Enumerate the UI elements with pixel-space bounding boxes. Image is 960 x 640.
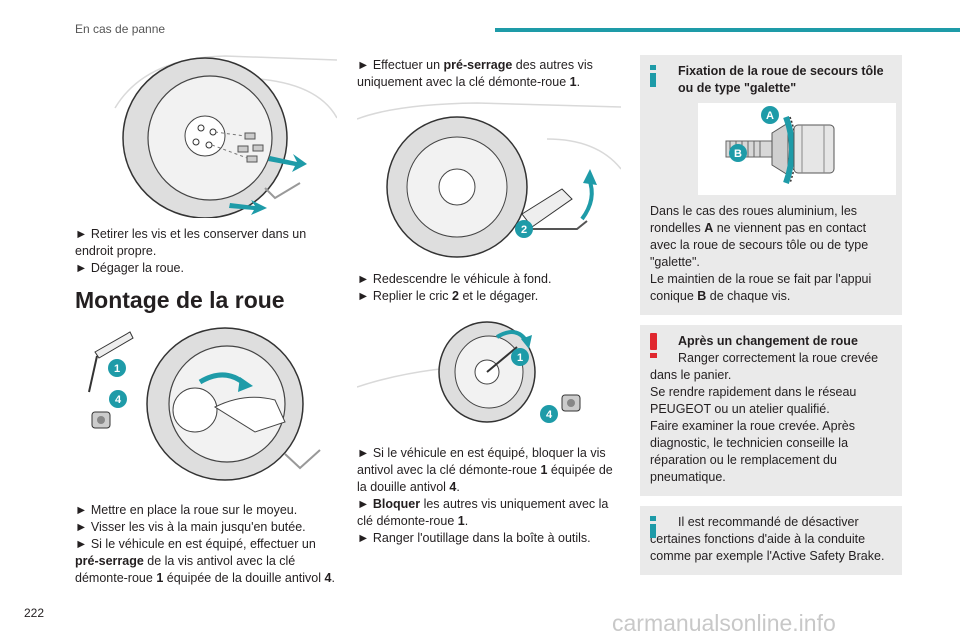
illustration-mount-wheel: 1 4 <box>75 322 337 482</box>
warning-icon <box>650 333 657 358</box>
callout-a-label: A <box>766 110 774 122</box>
callout-4 <box>540 405 558 423</box>
warning-line-1: Ranger correctement la roue crevée dans … <box>650 351 879 382</box>
mount-wheel-drawing: 1 4 <box>88 327 321 481</box>
info-box-spare-wheel: Fixation de la roue de secours tôle ou d… <box>640 55 902 315</box>
warning-line-2: Se rendre rapidement dans le réseau PEUG… <box>650 385 857 416</box>
watermark: carmanualsonline.info <box>612 610 836 636</box>
step-fold-jack: ► Replier le cric 2 et le dégager. <box>357 289 539 303</box>
step-place-wheel: ► Mettre en place la roue sur le moyeu. <box>75 503 298 517</box>
wheel-bolt-drawing: A B <box>725 106 835 184</box>
callout-1 <box>108 359 126 377</box>
callout-4 <box>109 390 127 408</box>
info-box-driving-aids: Il est recommandé de désactiver certaine… <box>640 506 902 575</box>
callout-1 <box>511 348 529 366</box>
info-box-paragraph-2: Le maintien de la roue se fait par l'app… <box>650 272 872 303</box>
step-lock-others: ► Bloquer les autres vis uniquement avec… <box>357 497 609 528</box>
callout-4-label: 4 <box>115 394 122 406</box>
column-2: ► Effectuer un pré-serrage des autres vi… <box>357 57 621 547</box>
illustration-remove-wheel <box>75 48 337 218</box>
step-remove-screws: ► Retirer les vis et les conserver dans … <box>75 227 307 258</box>
step-screw-by-hand: ► Visser les vis à la main jusqu'en buté… <box>75 520 306 534</box>
info-box-paragraph-1: Dans le cas des roues aluminium, les ron… <box>650 204 869 269</box>
warning-line-3: Faire examiner la roue crevée. Après dia… <box>650 419 855 484</box>
step-pretighten-others: ► Effectuer un pré-serrage des autres vi… <box>357 58 593 89</box>
warning-box-title: Après un changement de roue <box>678 334 858 348</box>
step-store-tools: ► Ranger l'outillage dans la boîte à out… <box>357 531 591 545</box>
lower-vehicle-drawing: 2 <box>357 102 621 258</box>
step-lower-vehicle: ► Redescendre le véhicule à fond. <box>357 272 552 286</box>
step-release-wheel: ► Dégager la roue. <box>75 261 184 275</box>
info-icon <box>650 65 656 87</box>
page-number: 222 <box>24 606 45 620</box>
info-box-text: Il est recommandé de désactiver certaine… <box>650 515 885 563</box>
callout-1-label: 1 <box>517 352 523 364</box>
info-icon <box>650 516 656 538</box>
step-pretighten-antitheft: ► Si le véhicule en est équipé, effectue… <box>75 537 335 585</box>
warning-box-after-change: Après un changement de roue Ranger corre… <box>640 325 902 496</box>
callout-2 <box>515 220 533 238</box>
running-header: En cas de panne <box>75 22 166 36</box>
remove-wheel-drawing <box>114 55 337 218</box>
section-title: Montage de la roue <box>75 287 285 313</box>
callout-a <box>761 106 779 124</box>
callout-b-label: B <box>734 148 742 160</box>
callout-b <box>729 144 747 162</box>
column-3: Fixation de la roue de secours tôle ou d… <box>640 55 902 575</box>
tighten-screws-drawing: 1 4 <box>357 321 581 423</box>
illustration-wheel-bolt: A B <box>698 103 896 195</box>
callout-1-label: 1 <box>114 363 120 375</box>
illustration-tighten-screws: 1 4 <box>357 317 621 427</box>
step-lock-antitheft: ► Si le véhicule en est équipé, bloquer … <box>357 446 613 494</box>
info-box-title: Fixation de la roue de secours tôle ou d… <box>678 64 884 95</box>
column-1: ► Retirer les vis et les conserver dans … <box>75 48 337 587</box>
illustration-lower-vehicle: 2 <box>357 99 621 259</box>
callout-4-label: 4 <box>546 409 553 421</box>
header-rule <box>495 28 960 32</box>
callout-2-label: 2 <box>521 224 527 236</box>
